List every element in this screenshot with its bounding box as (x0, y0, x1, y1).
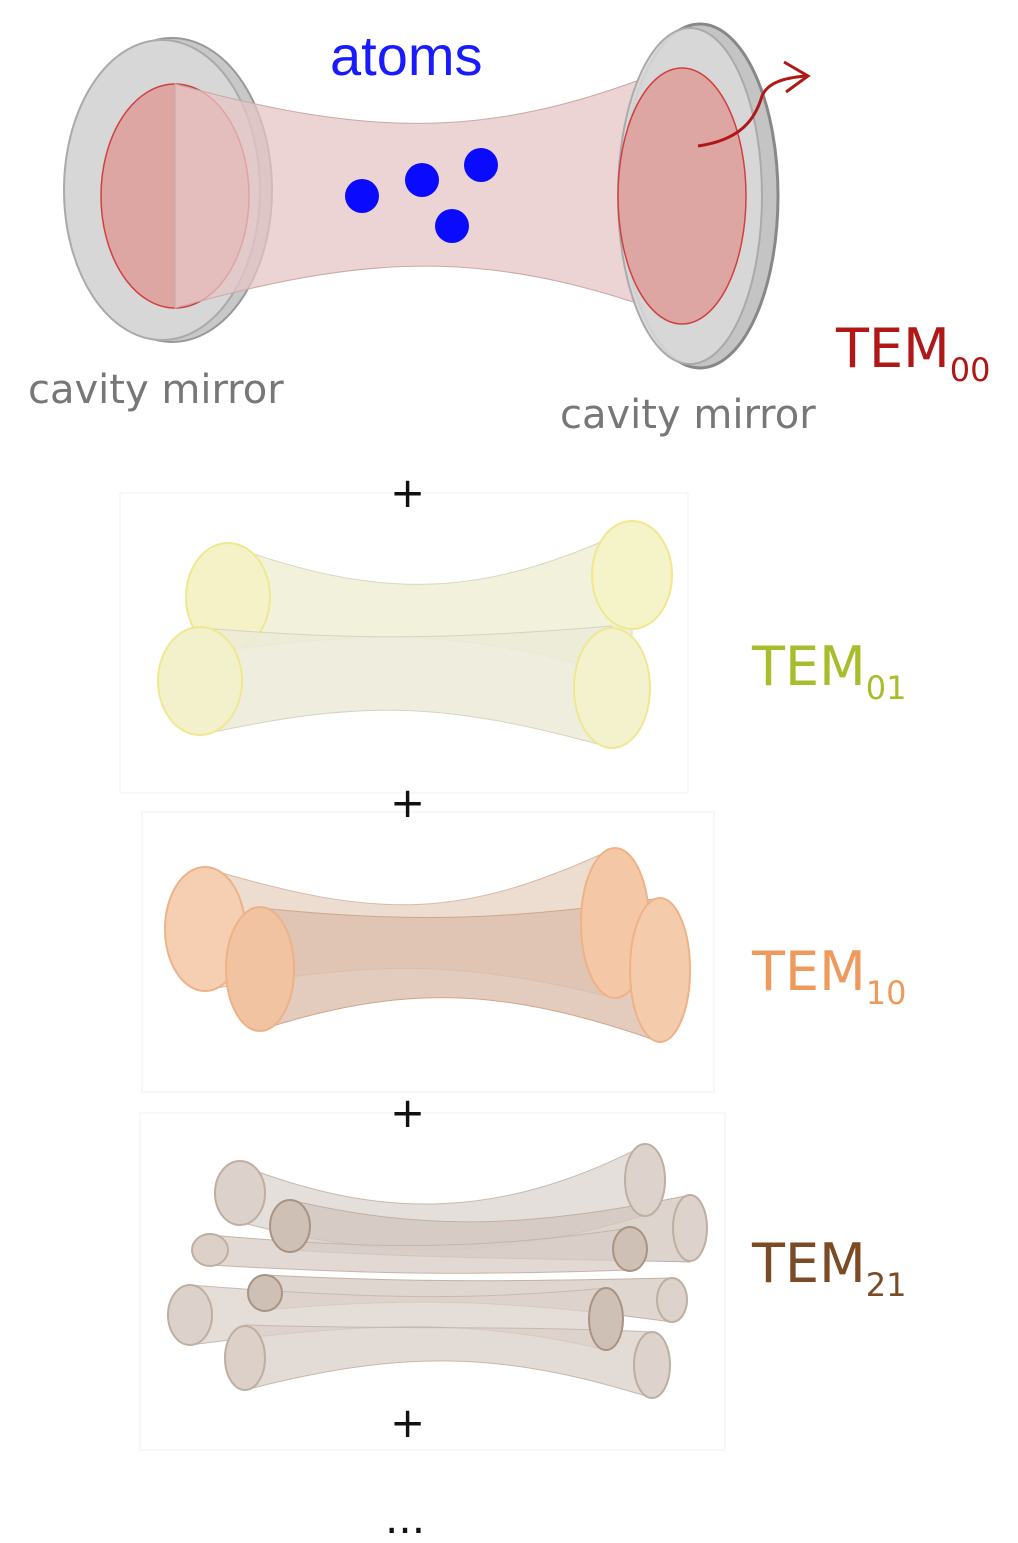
atom (435, 209, 469, 243)
tem10-end (630, 898, 690, 1042)
tem01-end (158, 627, 242, 735)
tem21-end (589, 1288, 623, 1350)
plus-sign: + (390, 1402, 425, 1444)
tem01-end (592, 521, 672, 629)
tem01-end (574, 628, 650, 748)
atom (345, 179, 379, 213)
tem01-mode (120, 493, 688, 793)
cavity-mirror-left-label: cavity mirror (28, 370, 284, 410)
atom (464, 148, 498, 182)
tem21-end (248, 1275, 282, 1311)
mode-label-tem10: TEM10 (752, 945, 906, 999)
cavity-mirror-right-label: cavity mirror (560, 395, 816, 435)
mode-base: TEM (752, 1232, 866, 1295)
tem21-end (625, 1144, 665, 1216)
tem10-end (226, 907, 294, 1031)
mode-subscript: 10 (866, 974, 907, 1012)
tem21-end (168, 1285, 212, 1345)
mode-base: TEM (752, 635, 866, 698)
tem21-end (657, 1278, 687, 1322)
mode-label-tem21: TEM21 (752, 1237, 906, 1291)
plus-sign: + (390, 472, 425, 514)
mode-label-tem01: TEM01 (752, 640, 906, 694)
mode-subscript: 00 (950, 351, 991, 389)
tem21-end (634, 1332, 670, 1398)
tem21-mode (140, 1113, 725, 1450)
mode-label-tem00: TEM00 (836, 322, 990, 376)
plus-sign: + (390, 782, 425, 824)
tem21-end (673, 1195, 707, 1261)
atoms-label: atoms (330, 28, 483, 84)
ellipsis: ... (385, 1498, 425, 1540)
tem10-mode (142, 812, 714, 1092)
tem21-end (270, 1200, 310, 1252)
mode-base: TEM (836, 317, 950, 380)
mode-subscript: 21 (866, 1266, 907, 1304)
mode-base: TEM (752, 940, 866, 1003)
plus-sign: + (390, 1092, 425, 1134)
atom (405, 163, 439, 197)
tem21-end (613, 1227, 647, 1271)
tem21-end (192, 1234, 228, 1266)
mode-subscript: 01 (866, 669, 907, 707)
right-mirror-spot (618, 68, 746, 324)
tem21-end (225, 1326, 265, 1390)
tem21-end (215, 1161, 265, 1225)
